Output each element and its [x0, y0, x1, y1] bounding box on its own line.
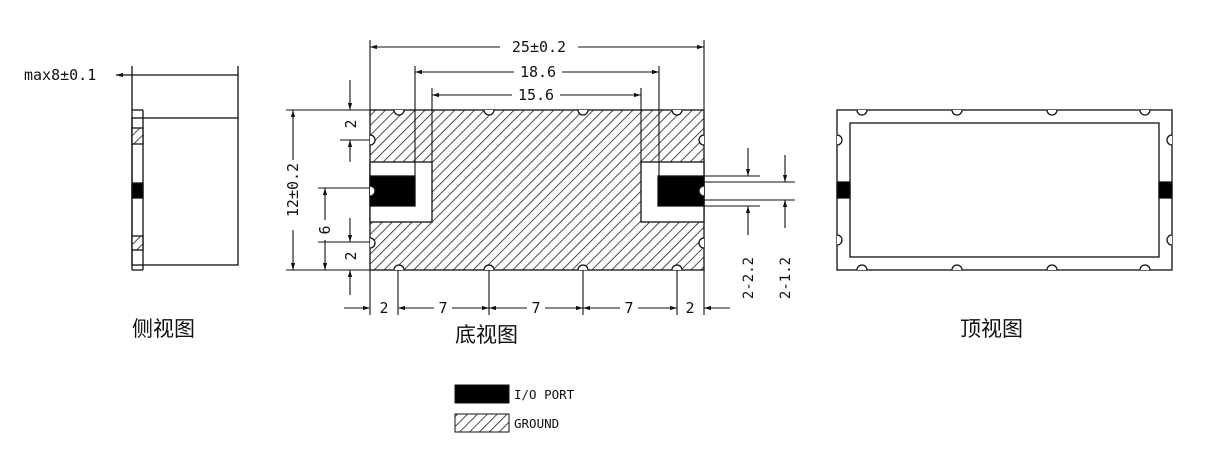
seg4-dim-label: 7 [624, 299, 633, 317]
bottom-notches [369, 109, 705, 271]
bottom-view [369, 109, 705, 271]
seg3-dim-label: 7 [531, 299, 540, 317]
seg1-dim-label: 2 [379, 299, 388, 317]
side-body-outline [131, 117, 239, 266]
side-ground-pad-bottom [131, 235, 144, 251]
inner2-dim-label: 15.6 [518, 86, 554, 104]
top-notches [836, 109, 1173, 271]
top-right-io-port [1158, 181, 1173, 199]
right-io-port [657, 175, 705, 207]
bottom-view-caption: 底视图 [455, 323, 518, 347]
top-inner-outline [849, 122, 1160, 258]
top-outer-outline [836, 109, 1173, 271]
seg2-dim-label: 7 [438, 299, 447, 317]
side-view [116, 66, 239, 271]
edge-top-dim-label: 2 [342, 119, 360, 128]
height-dim-label: max8±0.1 [24, 66, 96, 84]
edge-bottom-dim-label: 2 [342, 251, 360, 260]
port-dims [704, 148, 795, 235]
top-left-io-port [836, 181, 851, 199]
port-pitch-dim-label: 6 [316, 225, 334, 234]
legend: I/O PORT GROUND [454, 384, 575, 433]
top-view-caption: 顶视图 [960, 317, 1023, 341]
legend-ground-label: GROUND [514, 416, 559, 431]
side-view-caption: 侧视图 [132, 317, 195, 341]
width-dim-label: 12±0.2 [284, 163, 302, 217]
inner1-dim-label: 18.6 [520, 63, 556, 81]
side-ground-pad-top [131, 127, 144, 145]
length-dim-label: 25±0.2 [512, 38, 566, 56]
left-io-port [369, 175, 416, 207]
port-a-dim-label: 2-2.2 [741, 257, 757, 299]
legend-io-swatch [454, 384, 510, 404]
side-io-pad [131, 182, 144, 199]
legend-io-label: I/O PORT [514, 387, 575, 402]
legend-ground-swatch [454, 413, 510, 433]
top-view [836, 109, 1173, 271]
seg5-dim-label: 2 [685, 299, 694, 317]
port-b-dim-label: 2-1.2 [778, 257, 794, 299]
